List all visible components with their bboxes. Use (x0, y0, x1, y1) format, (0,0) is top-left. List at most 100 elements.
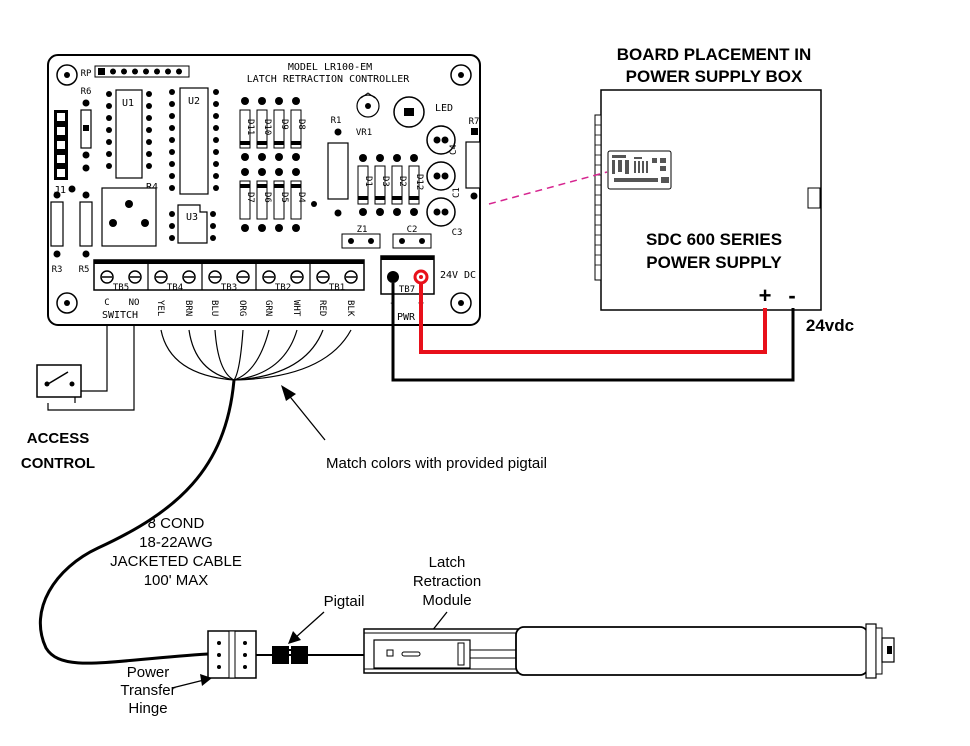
label-j1: J1 (54, 185, 66, 196)
negative-wire (391, 283, 795, 382)
rp-header: RP (81, 65, 190, 79)
diagram-text-board-tb2: TB2 (275, 283, 291, 293)
left-connector-header (54, 110, 68, 180)
diagram-text-board-r7: R7 (469, 117, 480, 127)
board-subtitle: LATCH RETRACTION CONTROLLER (247, 74, 411, 85)
diagram-text-board-d_left_bot-1: D6 (262, 192, 272, 203)
diagram-text-board-c2: C2 (407, 225, 418, 235)
power-supply-box: SDC 600 SERIES POWER SUPPLY + - (594, 89, 822, 311)
diagram-text-board-wires-0: YEL (155, 300, 165, 316)
ps-minus-label: - (788, 283, 795, 308)
diagram-text-board-wires-5: WHT (291, 300, 301, 317)
diagram-text-board-tb7: TB7 (399, 285, 415, 295)
diagram-text-board-d_right-1: D3 (380, 176, 390, 187)
diagram-text-board-c_label: C (104, 298, 109, 308)
diagram-text-board-tb3: TB3 (221, 283, 237, 293)
cable-spec: 100' MAX (144, 572, 209, 589)
placement-title: BOARD PLACEMENT IN (617, 45, 812, 64)
diagram-text-board-rp: RP (81, 69, 92, 79)
diagram-text-board-wires-7: BLK (345, 300, 355, 317)
pigtail-label: Pigtail (324, 593, 365, 610)
match-colors-arrow (281, 385, 326, 441)
placement-title: POWER SUPPLY BOX (626, 67, 803, 86)
diagram-text-board-tb1: TB1 (329, 283, 345, 293)
chip-u2: U2 (169, 87, 219, 195)
diagram-text-board-pwr: PWR (397, 312, 416, 323)
diagram-text-board-u2: U2 (188, 96, 200, 107)
diagram-text-board-d_left_top-3: D8 (296, 119, 306, 130)
diagram-text-board-tb4: TB4 (167, 283, 183, 293)
positive-wire (419, 283, 767, 354)
diagram-text-board-r5: R5 (79, 265, 90, 275)
diagram-text-board-d_right-2: D2 (397, 176, 407, 187)
chip-u3: U3 (169, 204, 216, 244)
ps-plus-label: + (759, 283, 772, 308)
cable-spec: JACKETED CABLE (110, 553, 242, 570)
controller-board: MODEL LR100-EM LATCH RETRACTION CONTROLL… (47, 54, 481, 326)
power-supply-title: SDC 600 SERIES (646, 230, 782, 249)
diagram-text-board-u1: U1 (122, 98, 134, 109)
resistor-r3: R3 (50, 191, 64, 275)
diagram-text-board-r3: R3 (52, 265, 63, 275)
diagram-text-board-switch: SWITCH (102, 310, 138, 321)
diagram-text-board-c1: C1 (452, 187, 462, 198)
diagram-text-board-d_left_bot-3: D4 (296, 192, 306, 203)
access-control-switch-icon (36, 364, 82, 398)
cable-spec: 8 COND (148, 515, 205, 532)
diagram-text-board-volt: 24V DC (440, 270, 476, 281)
match-colors-note: Match colors with provided pigtail (326, 455, 547, 472)
resistor-r6: R6 (80, 87, 92, 172)
diagram-text-board-vr1: VR1 (356, 128, 372, 138)
diagram-text-board-c4: C4 (449, 144, 459, 155)
capacitors: C4 C1 C3 (426, 125, 462, 238)
diagram-text-board-tb5: TB5 (113, 283, 129, 293)
trimpot-vr1: VR1 (356, 92, 380, 138)
resistor-r5: R5 (79, 191, 93, 275)
diagram-text-board-d_left_bot-2: D5 (279, 192, 289, 203)
resistor-r7: R7 (465, 117, 481, 200)
diagram-text-board-d_right-3: D12 (414, 174, 424, 190)
diagram-text-board-r1: R1 (331, 116, 342, 126)
hinge-arrow (171, 674, 212, 689)
diagram-text-board-d_left_top-0: D11 (245, 119, 255, 135)
mounting-hole-icon (56, 64, 472, 314)
board-model: MODEL LR100-EM (288, 62, 372, 73)
power-supply-title: POWER SUPPLY (646, 253, 782, 272)
jacketed-cable (38, 379, 236, 665)
hinge-label: Power (127, 664, 170, 681)
diagram-text-board-led: LED (435, 103, 453, 114)
diagram-text-board-wires-4: GRN (263, 300, 273, 316)
miniature-board-icon (607, 150, 672, 190)
terminal-labels: C NO SWITCH YEL BRN BLU ORG GRN WHT RED … (102, 298, 355, 321)
exit-device-icon (363, 623, 895, 679)
diagram-text-board-u3: U3 (186, 212, 198, 223)
diagram-text-board-wires-2: BLU (209, 300, 219, 316)
resistor-r1: R1 (327, 116, 349, 217)
diagram-text-board-z1: Z1 (357, 225, 368, 235)
access-control-label: ACCESS (27, 430, 90, 447)
chip-u1: U1 (106, 89, 152, 179)
terminal-strip: TB5 TB4 TB3 TB2 TB1 (93, 259, 365, 293)
latch-module-label: Latch (429, 554, 466, 571)
diagram-text-board-d_left_bot-0: D7 (245, 192, 255, 203)
hinge-label: Transfer (120, 682, 175, 699)
power-transfer-hinge-icon (207, 630, 257, 679)
diagram-text-board-d_right-0: D1 (363, 176, 373, 187)
supply-voltage-label: 24vdc (806, 316, 854, 335)
diagram-text-board-d_left_top-2: D9 (279, 119, 289, 130)
trimmer-block (101, 187, 157, 247)
latch-module-label: Module (422, 592, 471, 609)
diagram-text-board-r6: R6 (81, 87, 92, 97)
hinge-label: Hinge (128, 700, 167, 717)
diagram-text-board-no_label: NO (129, 298, 140, 308)
latch-module-label: Retraction (413, 573, 481, 590)
diagram-text-board-wires-1: BRN (183, 300, 193, 316)
diode-bank-left: D11 D10 D9 D8 D7 D6 D5 D4 (239, 97, 317, 232)
placement-link (488, 171, 608, 205)
diagram-text-board-d_left_top-1: D10 (262, 119, 272, 135)
cable-spec: 18-22AWG (139, 534, 213, 551)
diagram-text-board-wires-6: RED (317, 300, 327, 316)
pigtail-connector-icon (272, 646, 308, 664)
z1-c2: Z1 C2 (341, 225, 432, 249)
